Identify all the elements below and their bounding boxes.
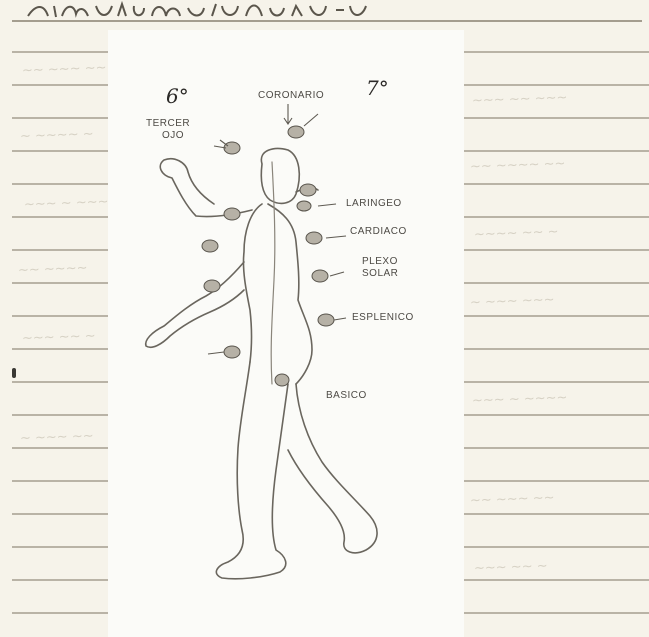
faint-writing-left: ~ ~~~~ ~ bbox=[20, 127, 94, 145]
label-laringeo: LARINGEO bbox=[346, 198, 402, 209]
top-rule-line bbox=[12, 20, 642, 22]
faint-writing-right: ~~~~ ~~ ~ bbox=[474, 225, 559, 243]
label-tercer: TERCER bbox=[146, 118, 190, 129]
faint-writing-right: ~ ~~~ ~~~ bbox=[470, 293, 555, 311]
number-six: 6° bbox=[166, 84, 189, 108]
faint-writing-right: ~~ ~~~ ~~ bbox=[470, 491, 555, 509]
margin-mark bbox=[12, 368, 16, 378]
label-cardiaco: CARDIACO bbox=[350, 226, 407, 237]
label-solar: SOLAR bbox=[362, 268, 398, 279]
faint-writing-left: ~~ ~~~~ bbox=[18, 261, 88, 278]
handwritten-heading-scribble bbox=[26, 0, 386, 22]
number-seven: 7° bbox=[366, 76, 389, 100]
faint-writing-right: ~~~ ~~ ~ bbox=[474, 559, 548, 577]
ruled-lines-left bbox=[12, 20, 112, 637]
label-esplenico: ESPLENICO bbox=[352, 312, 414, 323]
faint-writing-left: ~~ ~~~ ~~ bbox=[22, 61, 107, 79]
faint-writing-left: ~~~ ~~ ~ bbox=[22, 329, 96, 347]
label-ojo: OJO bbox=[162, 130, 184, 141]
faint-writing-left: ~ ~~~ ~~ bbox=[20, 429, 94, 447]
ruled-lines-right bbox=[462, 20, 649, 637]
label-basico: BASICO bbox=[326, 390, 367, 401]
faint-writing-left: ~~~ ~ ~~~ bbox=[24, 195, 109, 213]
label-plexo: PLEXO bbox=[362, 256, 398, 267]
label-coronario: CORONARIO bbox=[258, 90, 324, 101]
